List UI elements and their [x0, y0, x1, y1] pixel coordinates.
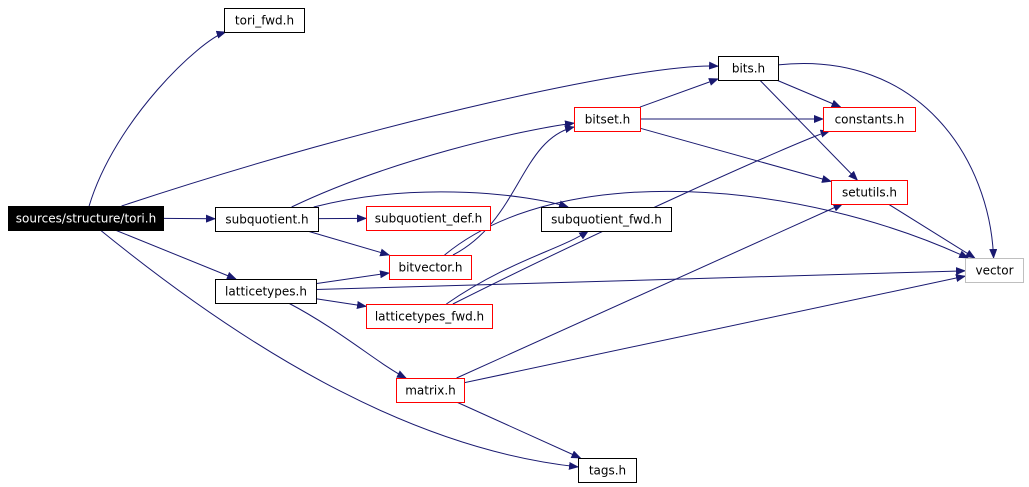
node-label: matrix.h — [405, 384, 456, 398]
edge-matrix-to-vector — [463, 274, 966, 384]
edge-latticetypes-to-vector — [315, 267, 966, 291]
node-box — [396, 378, 465, 403]
edge-bitvector-to-vector — [444, 190, 970, 259]
node-box — [8, 206, 164, 231]
node-box — [224, 8, 305, 33]
node-vector[interactable]: vector — [965, 258, 1024, 283]
node-label: sources/structure/tori.h — [16, 212, 156, 226]
node-latticetypes[interactable]: latticetypes.h — [215, 279, 317, 304]
edge-bitset-to-setutils — [639, 127, 832, 183]
node-label: subquotient_fwd.h — [551, 213, 662, 227]
node-label: bits.h — [732, 62, 765, 76]
node-box — [823, 107, 916, 132]
edge-latticetypes_fwd-to-subquotient_fwd — [446, 230, 590, 305]
edge-tori-to-bits — [121, 61, 719, 207]
edge-latticetypes-to-latticetypes_fwd — [315, 298, 367, 309]
edge-bits-to-setutils — [759, 79, 858, 181]
nodes-layer: sources/structure/tori.h tori_fwd.hsubquo… — [8, 8, 1024, 483]
node-subquotient[interactable]: subquotient.h — [215, 207, 319, 232]
node-label: tags.h — [589, 464, 626, 478]
node-matrix[interactable]: matrix.h — [396, 378, 465, 403]
edge-bits-to-constants — [776, 79, 842, 108]
node-box — [389, 255, 472, 280]
node-label: bitset.h — [585, 113, 630, 127]
edge-bitset-to-bits — [639, 78, 719, 108]
node-box — [215, 207, 319, 232]
node-label: setutils.h — [842, 186, 897, 200]
node-box — [541, 207, 672, 232]
node-box — [366, 206, 491, 231]
node-box — [366, 304, 493, 329]
node-label: bitvector.h — [398, 261, 462, 275]
edge-tori-to-tags — [99, 229, 579, 470]
node-subquotient-fwd[interactable]: subquotient_fwd.h — [541, 207, 672, 232]
node-label: tori_fwd.h — [235, 14, 294, 28]
edge-setutils-to-vector — [887, 203, 976, 259]
edge-subquotient-to-bitvector — [307, 230, 391, 257]
node-box — [831, 180, 908, 205]
edges-layer — [88, 30, 998, 470]
node-label: constants.h — [835, 113, 905, 127]
edge-subquotient-to-subquotient_fwd — [313, 191, 569, 209]
edge-tori-to-tori_fwd — [88, 30, 227, 207]
edge-latticetypes-to-matrix — [288, 302, 407, 379]
edge-bitvector-to-bitset — [452, 125, 575, 256]
node-label: vector — [975, 264, 1013, 278]
edge-latticetypes_fwd-to-constants — [452, 129, 831, 305]
edge-bits-to-vector — [777, 63, 998, 259]
node-subquotient-def[interactable]: subquotient_def.h — [366, 206, 491, 231]
node-constants[interactable]: constants.h — [823, 107, 916, 132]
node-bitset[interactable]: bitset.h — [574, 107, 641, 132]
node-label: subquotient.h — [225, 213, 308, 227]
node-latticetypes-fwd[interactable]: latticetypes_fwd.h — [366, 304, 493, 329]
edge-matrix-to-setutils — [456, 203, 844, 379]
node-label: latticetypes.h — [225, 285, 307, 299]
edge-latticetypes-to-bitvector — [315, 270, 390, 285]
edge-subquotient-to-bitset — [291, 120, 575, 208]
node-bits[interactable]: bits.h — [718, 56, 779, 81]
edge-matrix-to-tags — [456, 401, 582, 459]
node-tori-fwd[interactable]: tori_fwd.h — [224, 8, 305, 33]
node-box — [574, 107, 641, 132]
node-box — [215, 279, 317, 304]
node-tori[interactable]: sources/structure/tori.h — [8, 206, 164, 231]
node-box — [718, 56, 779, 81]
node-setutils[interactable]: setutils.h — [831, 180, 908, 205]
node-box — [578, 458, 637, 483]
edge-tori-to-latticetypes — [114, 229, 237, 280]
node-box — [965, 258, 1024, 283]
node-label: latticetypes_fwd.h — [375, 310, 484, 324]
node-bitvector[interactable]: bitvector.h — [389, 255, 472, 280]
node-tags[interactable]: tags.h — [578, 458, 637, 483]
node-label: subquotient_def.h — [375, 212, 483, 226]
